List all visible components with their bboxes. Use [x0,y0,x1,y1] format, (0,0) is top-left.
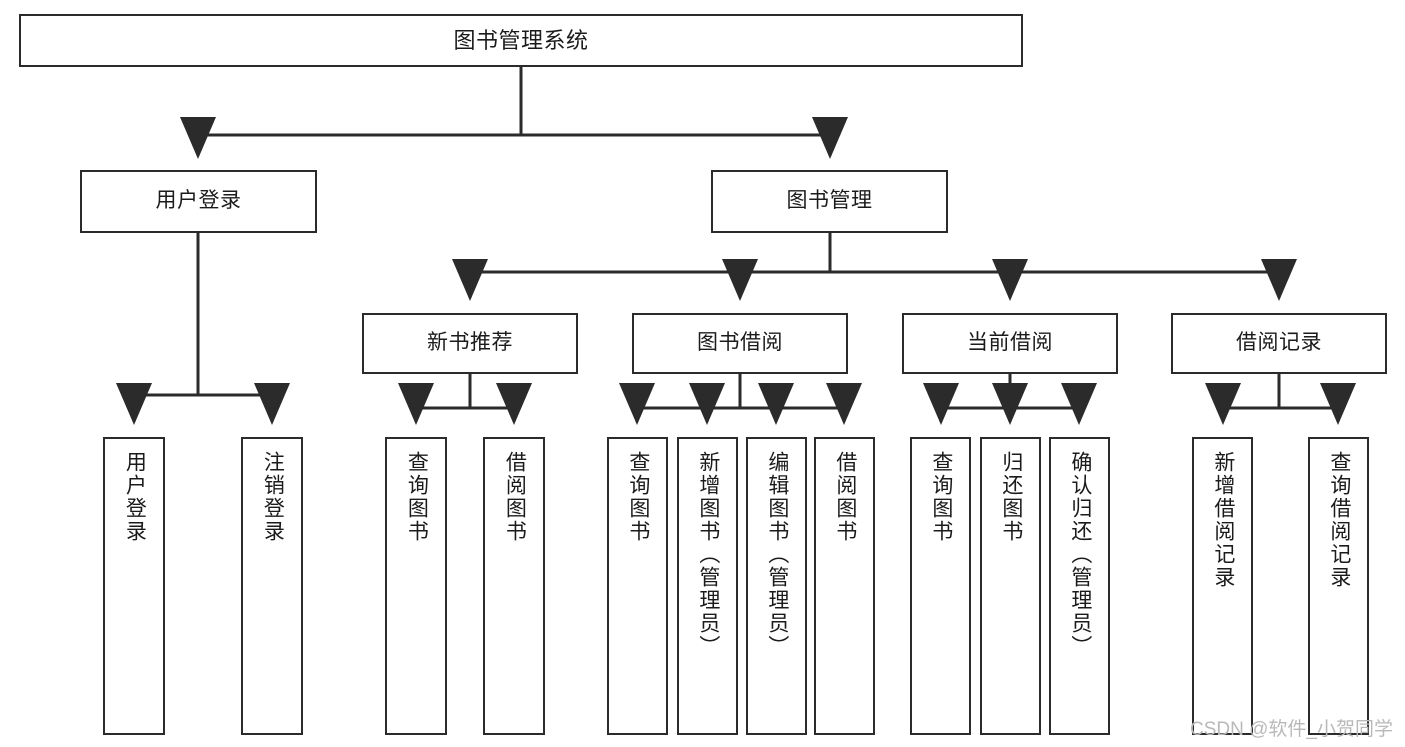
csdn-watermark: CSDN @软件_小贺同学 [1190,719,1393,740]
leaf-query-borrow-record[interactable]: 查询借阅记录 [1308,437,1369,735]
node-borrow-record[interactable]: 借阅记录 [1171,313,1387,374]
node-label: 用户登录 [123,451,147,543]
node-book-management[interactable]: 图书管理 [711,170,948,233]
leaf-confirm-return-admin[interactable]: 确认归还（管理员） [1049,437,1110,735]
leaf-query-book-borrow[interactable]: 查询图书 [607,437,668,735]
leaf-edit-book-admin[interactable]: 编辑图书（管理员） [746,437,807,735]
node-label: 借阅图书 [833,451,857,543]
leaf-borrow-book[interactable]: 借阅图书 [814,437,875,735]
node-label: 用户登录 [155,189,242,213]
node-label: 查询图书 [405,451,429,543]
leaf-return-book[interactable]: 归还图书 [980,437,1041,735]
node-label: 确认归还（管理员） [1068,451,1092,658]
leaf-add-borrow-record[interactable]: 新增借阅记录 [1192,437,1253,735]
node-label: 借阅图书 [503,451,527,543]
node-label: 新增图书（管理员） [696,451,720,658]
node-new-book-recommend[interactable]: 新书推荐 [362,313,578,374]
leaf-query-book-current[interactable]: 查询图书 [910,437,971,735]
node-label: 图书管理 [786,189,873,213]
node-current-borrow[interactable]: 当前借阅 [902,313,1118,374]
leaf-borrow-book-recommend[interactable]: 借阅图书 [483,437,545,735]
node-label: 查询图书 [929,451,953,543]
node-label: 图书管理系统 [453,27,589,53]
leaf-logout[interactable]: 注销登录 [241,437,303,735]
node-label: 当前借阅 [967,331,1053,355]
node-user-login[interactable]: 用户登录 [80,170,317,233]
node-label: 归还图书 [999,451,1023,543]
node-label: 查询图书 [626,451,650,543]
leaf-add-book-admin[interactable]: 新增图书（管理员） [677,437,738,735]
node-root-system[interactable]: 图书管理系统 [19,14,1023,67]
node-label: 借阅记录 [1236,331,1322,355]
leaf-user-login[interactable]: 用户登录 [103,437,165,735]
node-label: 编辑图书（管理员） [765,451,789,658]
node-book-borrow[interactable]: 图书借阅 [632,313,848,374]
node-label: 注销登录 [261,451,285,543]
leaf-query-book-recommend[interactable]: 查询图书 [385,437,447,735]
node-label: 图书借阅 [697,331,783,355]
node-label: 新书推荐 [427,331,513,355]
node-label: 查询借阅记录 [1327,451,1351,589]
node-label: 新增借阅记录 [1211,451,1235,589]
